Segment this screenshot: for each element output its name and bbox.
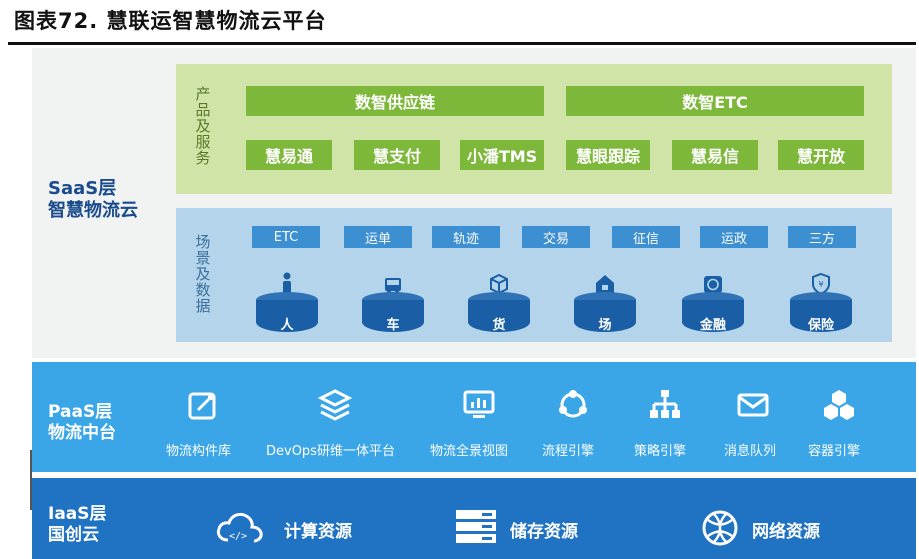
coin-safe-icon [704, 276, 722, 293]
server-icon [456, 510, 496, 543]
tag-third-party[interactable]: 三方 [788, 226, 856, 248]
paas-message-queue[interactable]: 消息队列 [724, 444, 777, 459]
group-etc[interactable]: 数智ETC [566, 86, 864, 116]
entity-goods[interactable]: 货 [468, 273, 530, 346]
paas-process-engine[interactable]: 流程引擎 [542, 444, 595, 459]
cubes-icon [824, 390, 854, 420]
product-huizhifu[interactable]: 慧支付 [354, 140, 440, 170]
tag-trade[interactable]: 交易 [522, 226, 590, 248]
product-tms[interactable]: 小潘TMS [460, 140, 544, 170]
iaas-layer-label: IaaS层 国创云 [48, 504, 107, 546]
network-globe-icon [702, 510, 738, 546]
entity-insurance[interactable]: ¥ 保险 [790, 272, 852, 346]
entity-person-label: 人 [280, 318, 294, 333]
products-panel [176, 64, 892, 194]
paas-panorama-view[interactable]: 物流全景视图 [430, 444, 509, 459]
left-edge-line [30, 450, 32, 510]
hierarchy-icon [650, 390, 680, 418]
tag-waybill[interactable]: 运单 [344, 226, 412, 248]
saas-label-line1: SaaS层 [48, 178, 117, 199]
paas-label-line2: 物流中台 [48, 423, 116, 443]
scenes-side-label: 场景及数据 [195, 233, 211, 315]
iaas-storage[interactable]: 储存资源 [510, 522, 578, 542]
iaas-compute[interactable]: 计算资源 [284, 522, 352, 542]
entity-person[interactable]: 人 [256, 272, 318, 346]
entity-site-label: 场 [598, 318, 612, 333]
svg-text:¥: ¥ [818, 280, 823, 289]
product-huiyixin[interactable]: 慧易信 [672, 140, 758, 170]
tag-credit[interactable]: 征信 [612, 226, 680, 248]
tag-transport-admin[interactable]: 运政 [700, 226, 768, 248]
dashboard-icon [463, 390, 495, 418]
products-side-label: 产品及服务 [195, 85, 211, 167]
tag-etc[interactable]: ETC [252, 226, 320, 248]
paas-container-engine[interactable]: 容器引擎 [808, 444, 861, 459]
cloud-code-icon: </> [216, 512, 263, 543]
entity-goods-label: 货 [492, 318, 506, 333]
saas-label-line2: 智慧物流云 [48, 200, 138, 221]
paas-strategy-engine[interactable]: 策略引擎 [634, 444, 687, 459]
entity-finance[interactable]: 金融 [682, 276, 744, 346]
product-huiyitong[interactable]: 慧易通 [246, 140, 332, 170]
paas-component-library[interactable]: 物流构件库 [166, 444, 232, 459]
wrench-box-icon [188, 392, 216, 420]
iaas-network[interactable]: 网络资源 [752, 522, 820, 542]
envelope-icon [737, 393, 769, 417]
saas-layer-label: SaaS层 智慧物流云 [48, 178, 138, 222]
product-huikaifang[interactable]: 慧开放 [778, 140, 864, 170]
title-rule [8, 42, 916, 45]
entity-vehicle[interactable]: 车 [362, 278, 424, 346]
cycle-icon [559, 390, 587, 418]
svg-text:</>: </> [229, 531, 247, 542]
group-supply-chain[interactable]: 数智供应链 [246, 86, 544, 116]
iaas-label-line1: IaaS层 [48, 504, 107, 524]
person-icon [283, 272, 291, 295]
iaas-label-line2: 国创云 [48, 525, 99, 545]
entity-site[interactable]: 场 [574, 275, 636, 346]
warehouse-icon [596, 275, 614, 293]
layers-icon [318, 389, 352, 421]
figure-title: 图表72. 慧联运智慧物流云平台 [14, 9, 327, 33]
entity-finance-label: 金融 [699, 318, 726, 333]
entity-vehicle-label: 车 [386, 318, 400, 333]
paas-label-line1: PaaS层 [48, 402, 113, 422]
paas-layer-label: PaaS层 物流中台 [48, 402, 116, 444]
product-tracking[interactable]: 慧眼跟踪 [566, 140, 650, 170]
entity-insurance-label: 保险 [807, 318, 834, 333]
paas-devops[interactable]: DevOps研维一体平台 [266, 444, 395, 459]
tag-track[interactable]: 轨迹 [432, 226, 500, 248]
